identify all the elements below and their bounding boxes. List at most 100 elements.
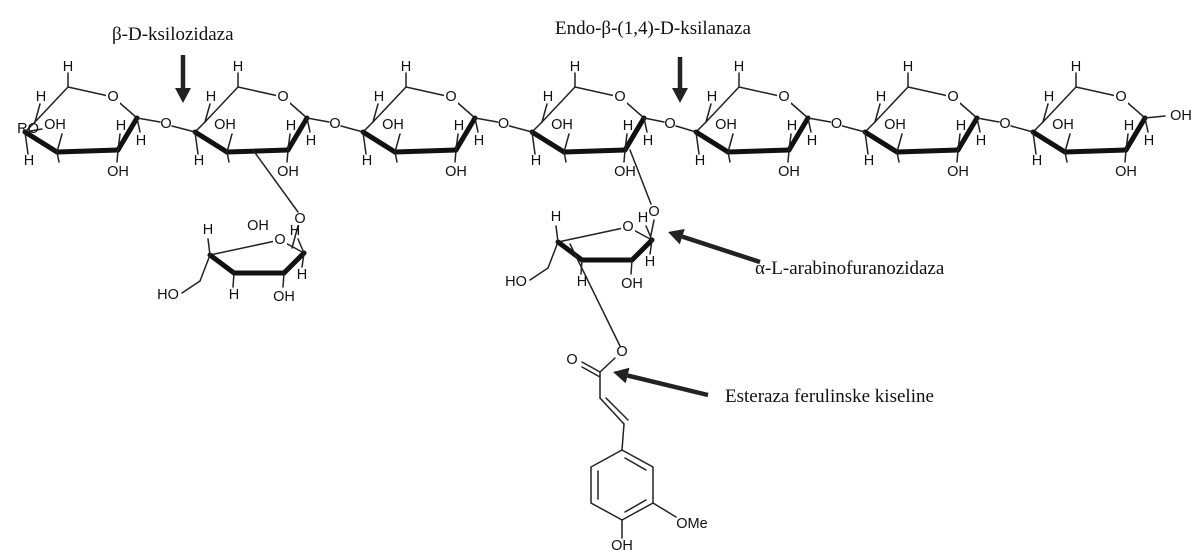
label-endo-xylanase: Endo-β-(1,4)-D-ksilanaza (555, 18, 751, 39)
glycosidic-bond (643, 117, 665, 123)
furanose-2-bonds (557, 226, 653, 243)
arrow-feruloyl-esterase (613, 367, 709, 398)
furanose-2-wedge-right (629, 237, 655, 263)
ring-1-bonds (34, 86, 138, 123)
ring-5-o-mask (777, 88, 791, 106)
ring-6-h: H (864, 153, 874, 169)
ring-5-wedge-right (786, 115, 811, 153)
ring-7-h: H (1124, 118, 1134, 134)
furanose-2-h4 (555, 225, 559, 243)
carbonyl-oxygen: O (566, 352, 577, 368)
furanose-2-h: H (645, 254, 655, 270)
furanose-2-oh: OH (621, 276, 643, 292)
ring-7-bonds (1042, 86, 1146, 123)
ring-7-oh: OH (1115, 164, 1137, 180)
furanose-1-h3 (232, 272, 235, 288)
ring-4-h: H (570, 59, 580, 75)
glycosidic-bond (474, 117, 499, 123)
ring-2-wedge-right (285, 115, 310, 153)
furanose-1-wedge-right (281, 250, 307, 276)
ring-6-wedge-left (862, 129, 900, 155)
ring-2-oh3 (226, 133, 233, 153)
ring-7-h5 (1042, 103, 1049, 123)
ester-c-o (599, 357, 616, 373)
furanose-1-h: H (290, 223, 300, 239)
ring-6-h1 (976, 117, 981, 133)
ring-5-oh: OH (715, 117, 737, 133)
ring-3-h2 (455, 133, 459, 151)
glycosidic-bond (306, 117, 330, 123)
ring-6-ring-oxygen: O (947, 89, 958, 105)
vinyl-2 (599, 397, 625, 425)
ring-5-bonds (705, 86, 809, 123)
glycosidic-oxygen: O (664, 116, 675, 132)
ring-3-bonds (372, 86, 476, 123)
furanose-2-h: H (638, 210, 648, 226)
furanose-1-glycosidic-oxygen: O (294, 211, 305, 227)
arrow-beta-xylosidase (175, 55, 191, 103)
furanose-1-c5-oh (181, 280, 201, 294)
furanose-1-link-2 (291, 225, 299, 249)
furanose-1-o-mask (273, 231, 287, 249)
ring-4-h5 (541, 103, 548, 123)
furanose-1-h: H (297, 267, 307, 283)
carbonyl (581, 361, 601, 373)
furanose-2-link (629, 149, 652, 205)
furanose-1-h4 (207, 238, 211, 256)
ring-6-oh3 (896, 133, 903, 153)
carbonyl-double (581, 366, 601, 378)
vinyl-3 (621, 423, 625, 451)
ring-7-oh: OH (1052, 117, 1074, 133)
glycosidic-oxygen: O (160, 116, 171, 132)
ring-3-h4 (362, 131, 367, 155)
ring-2-h5 (204, 103, 211, 123)
ring-6-h4 (864, 131, 869, 155)
ring-3-wedge-left (360, 129, 398, 155)
furanose-1-c5 (199, 254, 211, 282)
ring-6-oh: OH (947, 164, 969, 180)
ring-5-wedge-front (725, 147, 792, 155)
ring-5-h: H (734, 59, 744, 75)
furanose-1-oh: OH (247, 218, 269, 234)
arrow-feruloyl-esterase-shaft (627, 373, 709, 398)
glycosidic-oxygen: O (831, 116, 842, 132)
glycosidic-oxygen: O (329, 116, 340, 132)
ring-7-wedge-front (1062, 147, 1129, 155)
terminal-oh-bond (1144, 115, 1166, 119)
furanose-1-oh2 (282, 272, 285, 288)
furanose-2-o-mask (621, 218, 635, 236)
ring-6-wedge-right (955, 115, 980, 153)
ring-6-wedge-front (894, 147, 961, 155)
furanose-1-link (252, 149, 299, 213)
furanose-2-c5-oh (529, 267, 549, 281)
ring-1-oh: OH (44, 117, 66, 133)
furanose-2-h1b (649, 239, 653, 255)
ring-5-h: H (707, 89, 717, 105)
arrow-beta-xylosidase-head (175, 88, 191, 103)
glycosidic-oxygen: O (498, 116, 509, 132)
ring-2-wedge-front (224, 147, 291, 155)
ring-7-h2 (1125, 133, 1129, 151)
ring-2-h: H (286, 118, 296, 134)
ring-6-o-mask (946, 88, 960, 106)
ring-6-h: H (876, 89, 886, 105)
ring-7-h: H (1044, 89, 1054, 105)
ring-4-h4 (531, 131, 536, 155)
ring-1-oh2 (116, 149, 119, 163)
furanose-1-oh: OH (273, 289, 295, 305)
ring-3-oh3 (394, 133, 401, 153)
furanose-2-ho: HO (505, 274, 527, 290)
furanose-2-ring-oxygen: O (622, 219, 633, 235)
ring-4-oh: OH (551, 117, 573, 133)
glycosidic-bond (171, 125, 196, 133)
ring-2-ring-oxygen: O (277, 89, 288, 105)
ring-1-ring-oxygen: O (107, 89, 118, 105)
ring-2-oh: OH (214, 117, 236, 133)
glycosidic-bond (136, 117, 161, 123)
ring-3-oh: OH (382, 117, 404, 133)
ring-3-h: H (374, 89, 384, 105)
ring-4-h: H (623, 118, 633, 134)
glycosidic-bond (807, 117, 832, 123)
ring-6-h: H (976, 133, 986, 149)
ring-4-o-mask (613, 88, 627, 106)
